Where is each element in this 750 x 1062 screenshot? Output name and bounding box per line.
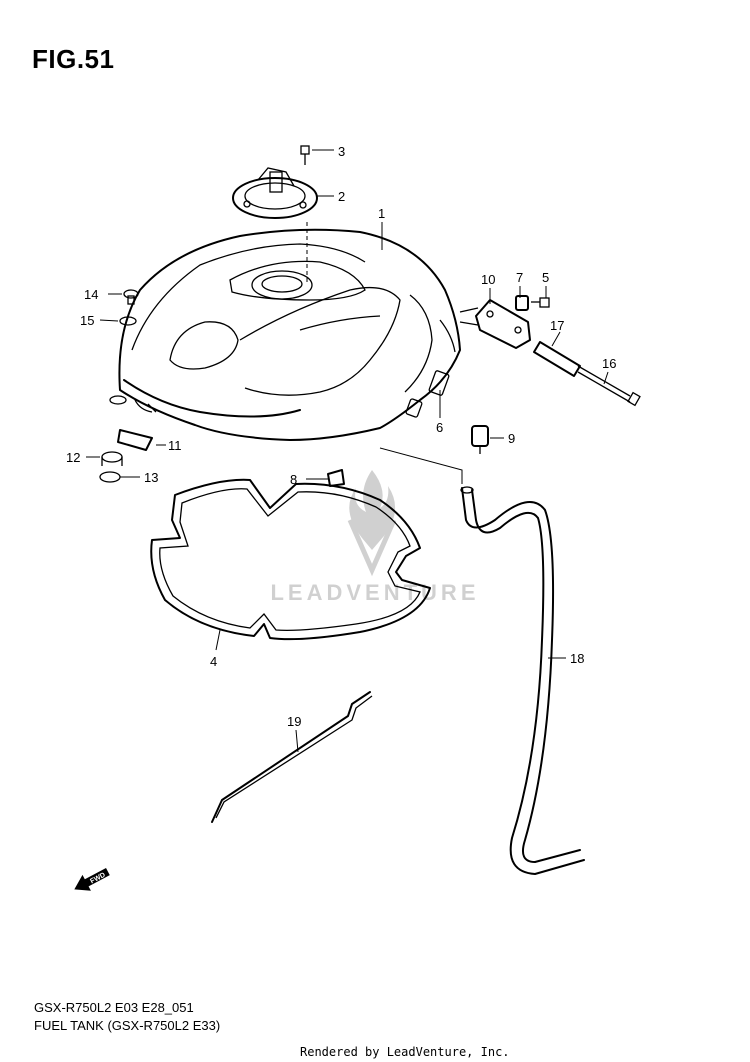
callout-7: 7 [516, 270, 523, 285]
leadventure-watermark: LEADVENTURE [270, 470, 479, 605]
washer-bottom [99, 471, 121, 483]
long-bolt [577, 365, 641, 407]
leader-lines [86, 149, 609, 753]
cushion-left [101, 451, 123, 466]
washer-top [119, 316, 137, 326]
callout-10: 10 [481, 272, 495, 287]
callout-13: 13 [144, 470, 158, 485]
clip [327, 469, 345, 487]
damper [515, 295, 529, 311]
callout-4: 4 [210, 654, 217, 669]
bracket-bolt [531, 297, 550, 308]
rod [211, 691, 371, 823]
forward-arrow-icon: FWD [74, 868, 110, 891]
gasket [150, 478, 431, 641]
callout-5: 5 [542, 270, 549, 285]
callout-12: 12 [66, 450, 80, 465]
callout-8: 8 [290, 472, 297, 487]
callout-6: 6 [436, 420, 443, 435]
fuel-tank [118, 228, 461, 441]
pin [533, 341, 581, 377]
callout-14: 14 [84, 287, 98, 302]
cap-bolt [300, 145, 310, 165]
cushion [471, 425, 489, 454]
tank-bracket [117, 429, 153, 451]
watermark-text: LEADVENTURE [270, 580, 479, 605]
screw [123, 289, 139, 305]
drain-hose [461, 487, 581, 863]
callout-11: 11 [168, 438, 182, 453]
callout-17: 17 [550, 318, 564, 333]
callout-18: 18 [570, 651, 584, 666]
callout-1: 1 [378, 206, 385, 221]
callout-labels: 1 2 3 4 5 6 7 8 9 10 11 12 13 14 15 16 1… [66, 144, 616, 729]
callout-15: 15 [80, 313, 94, 328]
callout-2: 2 [338, 189, 345, 204]
diagram-code: GSX-R750L2 E03 E28_051 [34, 1000, 194, 1015]
diagram-title: FUEL TANK (GSX-R750L2 E33) [34, 1018, 221, 1033]
filler-cap [232, 167, 318, 219]
callout-3: 3 [338, 144, 345, 159]
callout-9: 9 [508, 431, 515, 446]
forward-label: FWD [89, 872, 106, 886]
figure-title: FIG.51 [32, 44, 115, 74]
rendered-by: Rendered by LeadVenture, Inc. [300, 1045, 510, 1059]
bracket [459, 299, 531, 349]
callout-16: 16 [602, 356, 616, 371]
callout-19: 19 [287, 714, 301, 729]
